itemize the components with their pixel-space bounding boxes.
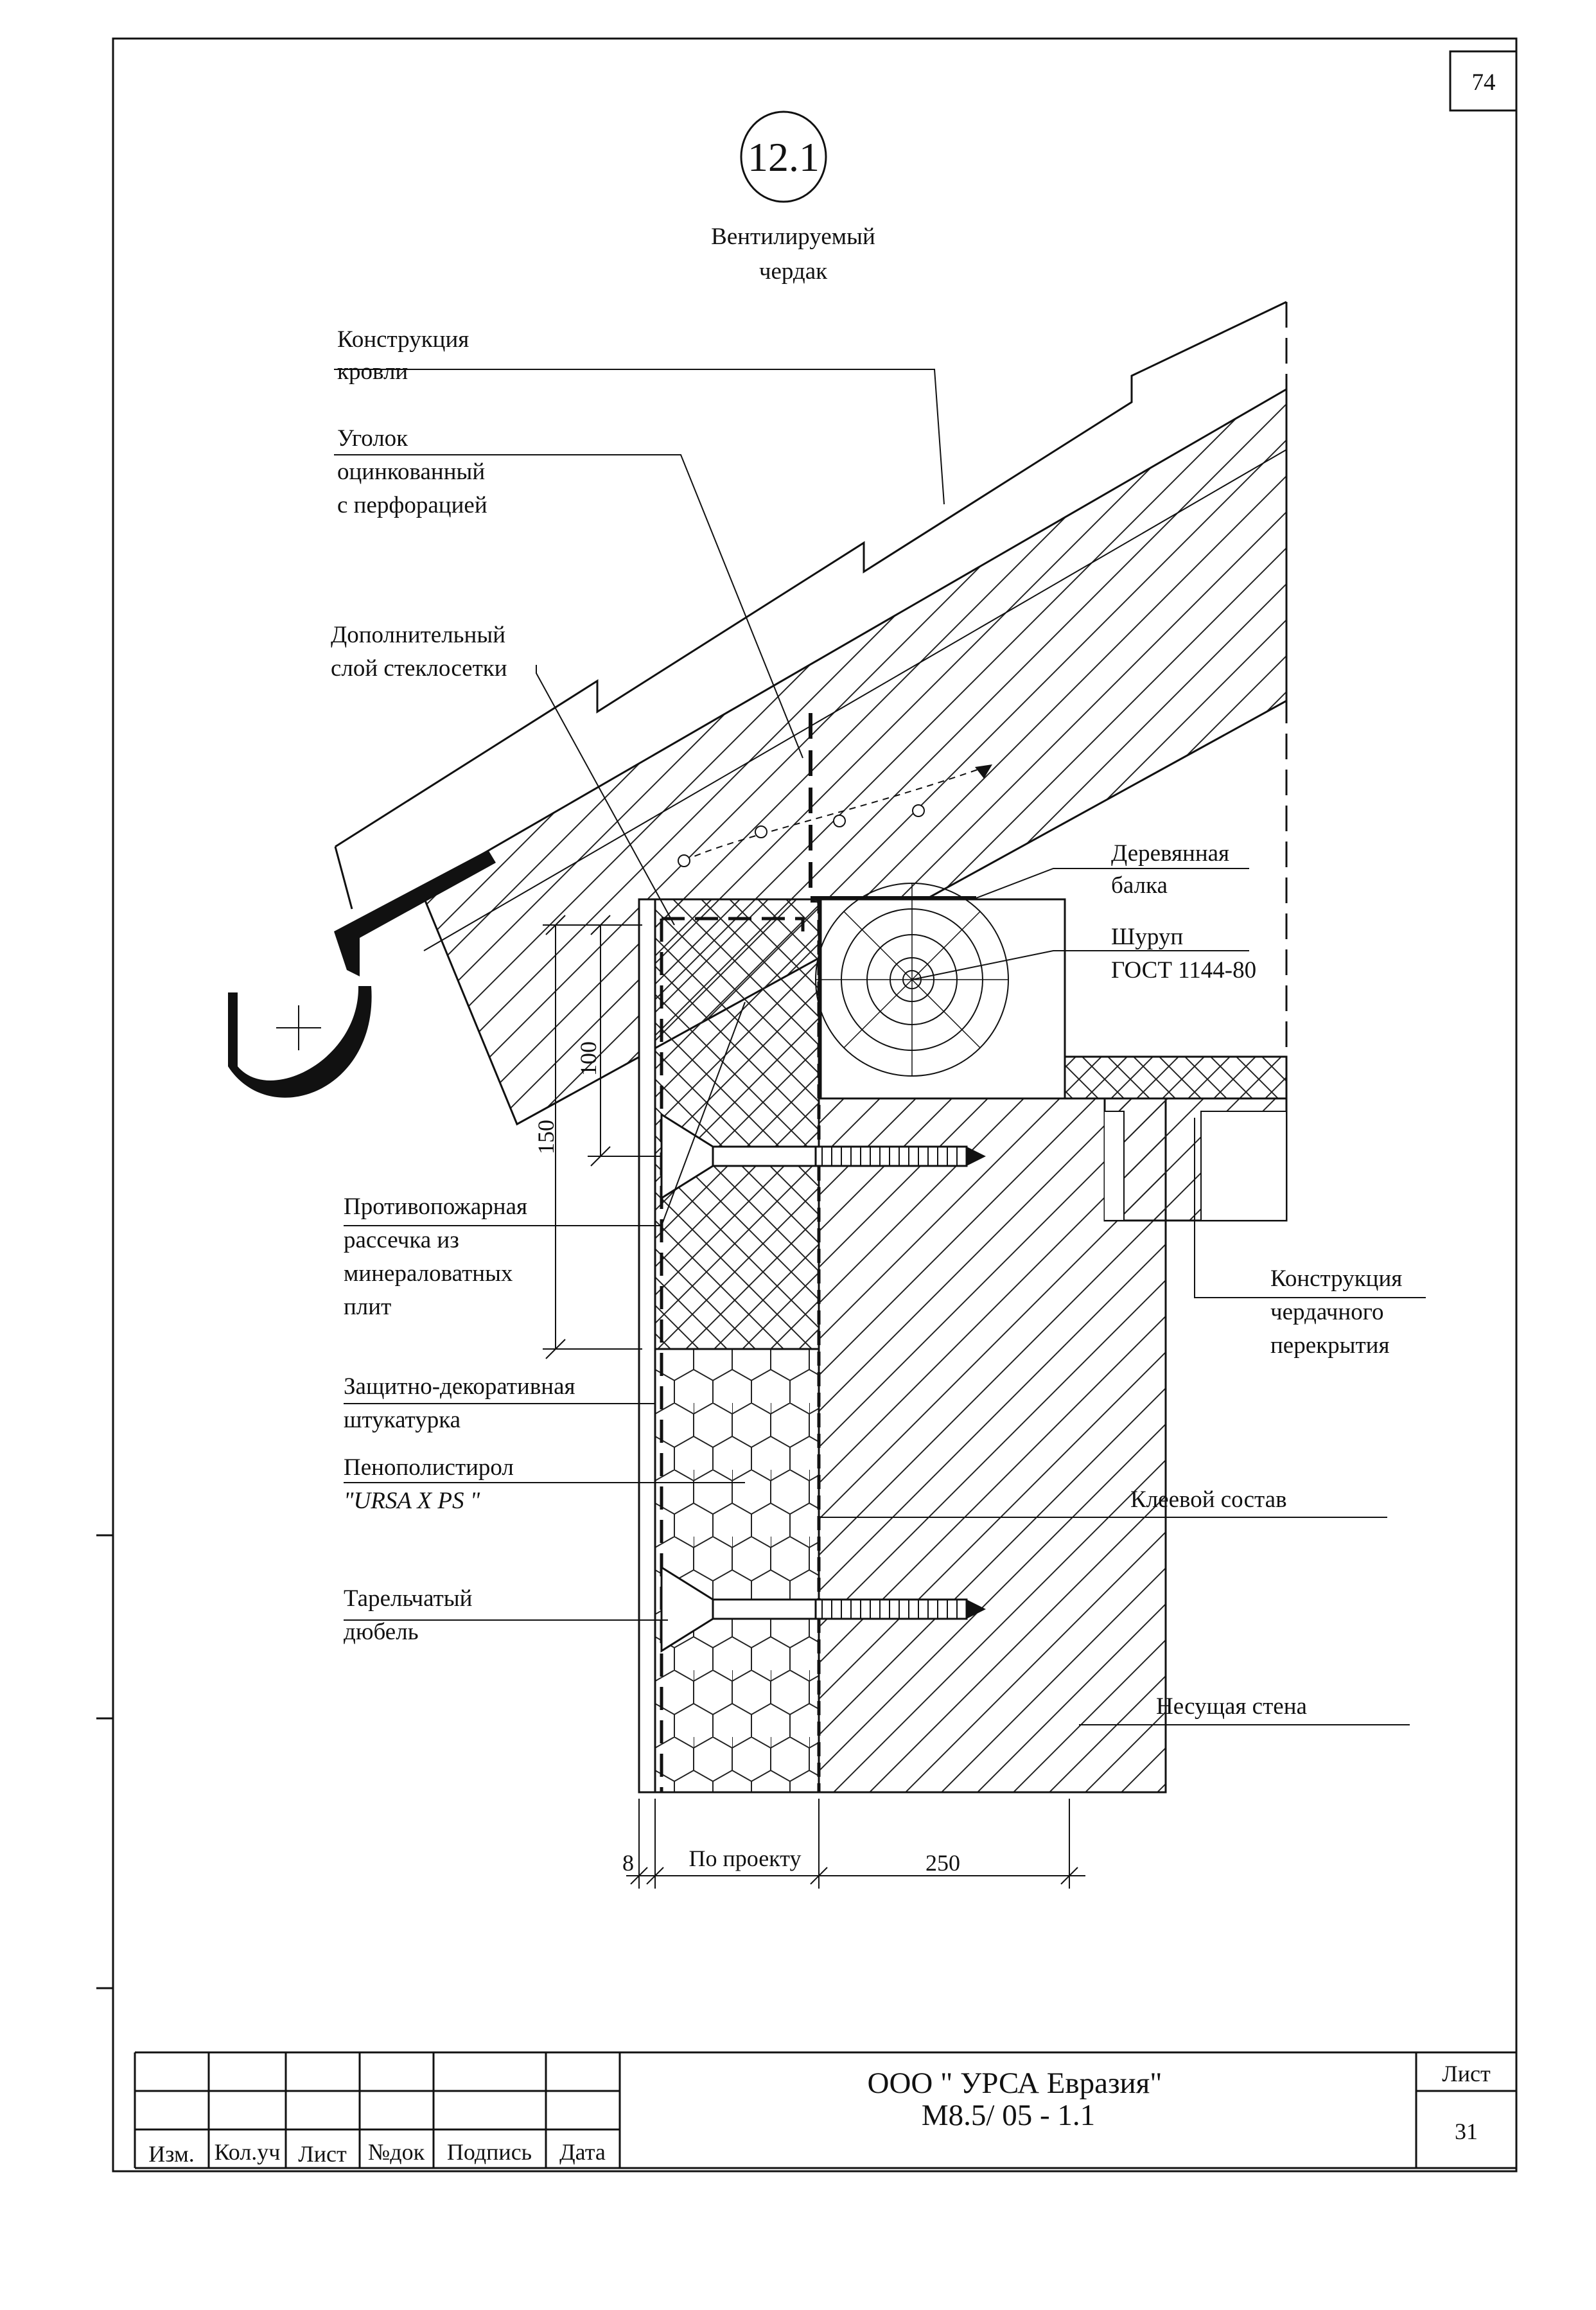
title-block xyxy=(134,2051,1516,2169)
label-firebreak-line2: рассечка из xyxy=(344,1227,459,1253)
label-ceiling-line1: Конструкция xyxy=(1270,1265,1402,1292)
label-xps-line2: "URSA X PS " xyxy=(344,1488,480,1514)
ventilation-airflow xyxy=(678,764,993,867)
label-roof-line2: кровли xyxy=(337,358,408,385)
tb-header-sheet: Лист xyxy=(298,2141,347,2167)
label-screw-line1: Шуруп xyxy=(1111,924,1183,950)
tb-header-count: Кол.уч xyxy=(215,2139,281,2165)
xps-insulation xyxy=(654,1348,820,1794)
detail-marker: 12.1 xyxy=(740,110,827,203)
label-angle-line2: оцинкованный xyxy=(337,459,485,485)
label-mesh-line1: Дополнительный xyxy=(331,622,505,648)
label-firebreak-line3: минераловатных xyxy=(344,1260,513,1287)
gutter xyxy=(228,850,496,1098)
dimension-8: 8 xyxy=(622,1850,634,1876)
dowel-lower xyxy=(660,1565,986,1653)
label-firebreak-line4: плит xyxy=(344,1294,391,1320)
label-angle-line1: Уголок xyxy=(337,425,408,452)
leader-lines xyxy=(334,369,1426,1725)
label-beam-line1: Деревянная xyxy=(1111,840,1229,867)
corner-page-number: 74 xyxy=(1472,69,1496,96)
attic-floor-construction xyxy=(1064,1055,1288,1222)
label-adhesive: Клеевой состав xyxy=(1130,1486,1287,1513)
label-plaster-line1: Защитно-декоративная xyxy=(344,1373,575,1400)
label-dowel-line2: дюбель xyxy=(344,1619,419,1645)
label-firebreak-line1: Противопожарная xyxy=(344,1194,527,1220)
tb-header-change: Изм. xyxy=(148,2141,195,2167)
detail-number: 12.1 xyxy=(748,134,820,180)
tb-organization: ООО " УРСА Евразия" xyxy=(868,2067,1162,2100)
tb-sheet-number: 31 xyxy=(1455,2119,1478,2144)
dimension-by-design: По проекту xyxy=(689,1846,802,1871)
tb-header-signature: Подпись xyxy=(447,2139,532,2165)
label-ceiling-line2: чердачного xyxy=(1270,1299,1383,1325)
dimension-150: 150 xyxy=(533,1120,559,1154)
label-ceiling-line3: перекрытия xyxy=(1270,1332,1389,1359)
corner-page-number-box: 74 xyxy=(1449,50,1518,112)
label-angle-line3: с перфорацией xyxy=(337,492,487,518)
label-dowel-line1: Тарельчатый xyxy=(344,1585,472,1612)
dimension-lines xyxy=(543,915,1085,1889)
sheet-frame xyxy=(96,37,1518,2173)
label-plaster-line2: штукатурка xyxy=(344,1407,460,1433)
label-roof-line1: Конструкция xyxy=(337,326,469,353)
zone-title-line1: Вентилируемый xyxy=(711,224,875,250)
dimension-100: 100 xyxy=(575,1041,601,1076)
label-wall: Несущая стена xyxy=(1156,1693,1307,1720)
dimension-250: 250 xyxy=(925,1850,960,1876)
wood-beam xyxy=(815,883,1066,1100)
label-beam-line2: балка xyxy=(1111,872,1168,899)
tb-document-code: М8.5/ 05 - 1.1 xyxy=(922,2099,1095,2132)
label-mesh-line2: слой стеклосетки xyxy=(331,655,507,682)
zone-title-line2: чердак xyxy=(759,258,828,285)
tb-sheet-label: Лист xyxy=(1442,2061,1491,2086)
label-xps-line1: Пенополистирол xyxy=(344,1454,514,1481)
firebreak-mineral-wool xyxy=(654,898,820,1350)
label-screw-line2: ГОСТ 1144-80 xyxy=(1111,957,1256,983)
tb-header-docno: №док xyxy=(368,2139,425,2165)
plaster-layer xyxy=(638,898,805,1794)
tb-header-date: Дата xyxy=(559,2139,606,2165)
